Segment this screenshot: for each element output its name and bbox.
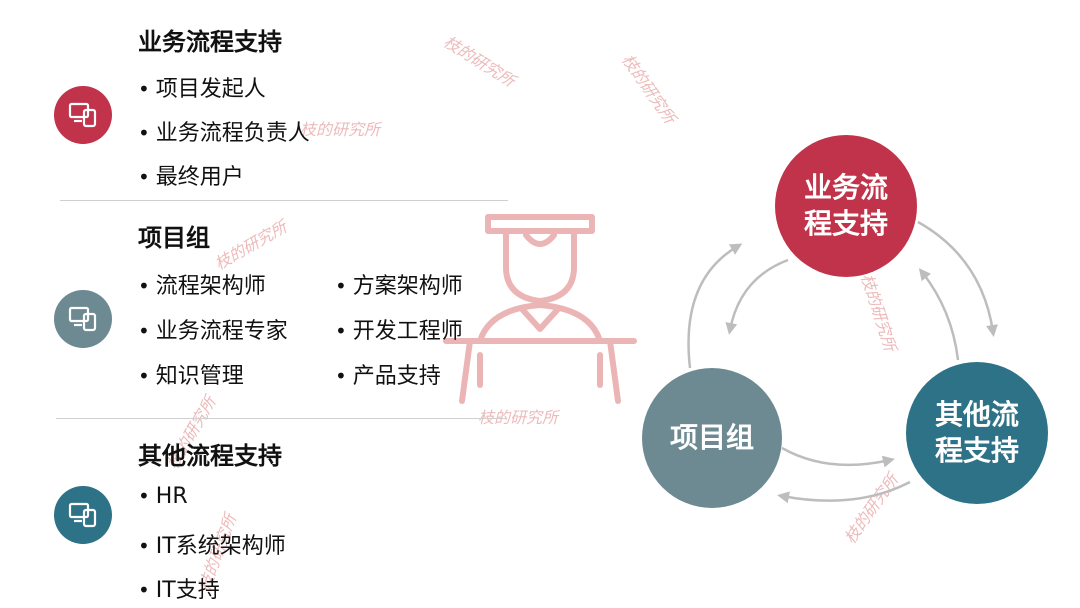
cycle-arrows bbox=[687, 220, 998, 504]
watermark-text: 枝的研究所 bbox=[440, 32, 519, 91]
devices-icon bbox=[68, 502, 97, 528]
watermark-text: 枝的研究所 bbox=[478, 408, 559, 427]
list-item: 业务流程专家 bbox=[138, 313, 288, 345]
list-item: 项目发起人 bbox=[138, 71, 266, 103]
list-item: 知识管理 bbox=[138, 358, 244, 390]
watermark-text: 枝的研究所 bbox=[211, 217, 291, 274]
cycle-arrow bbox=[917, 220, 998, 337]
section-title-business-support: 业务流程支持 bbox=[138, 28, 282, 56]
list-item: 流程架构师 bbox=[138, 268, 266, 300]
section-divider bbox=[56, 418, 506, 419]
cycle-arrow bbox=[687, 243, 743, 369]
section-divider bbox=[60, 200, 508, 201]
section-icon-other-support bbox=[54, 486, 112, 544]
watermark-logo bbox=[443, 214, 637, 404]
list-item: 产品支持 bbox=[335, 358, 441, 390]
list-item: 业务流程负责人 bbox=[138, 115, 310, 147]
section-title-other-support: 其他流程支持 bbox=[138, 442, 282, 470]
list-item: HR bbox=[138, 484, 188, 509]
devices-icon bbox=[68, 306, 97, 332]
section-icon-project-team bbox=[54, 290, 112, 348]
cycle-arrow bbox=[777, 480, 911, 504]
watermark-text: 枝的研究所 bbox=[300, 120, 381, 139]
cycle-arrow bbox=[918, 268, 960, 361]
list-item: 开发工程师 bbox=[335, 313, 463, 345]
list-item: IT支持 bbox=[138, 572, 220, 604]
list-item: IT系统架构师 bbox=[138, 528, 286, 560]
list-item: 最终用户 bbox=[138, 159, 244, 191]
list-item: 方案架构师 bbox=[335, 268, 463, 300]
cycle-node-project-team: 项目组 bbox=[642, 368, 782, 508]
cycle-arrow bbox=[725, 258, 789, 335]
section-icon-business-support bbox=[54, 86, 112, 144]
devices-icon bbox=[68, 102, 97, 128]
cycle-arrow bbox=[781, 446, 895, 468]
section-title-project-team: 项目组 bbox=[138, 224, 210, 252]
cycle-node-other-support: 其他流程支持 bbox=[906, 362, 1048, 504]
cycle-node-business-support: 业务流程支持 bbox=[775, 135, 917, 277]
